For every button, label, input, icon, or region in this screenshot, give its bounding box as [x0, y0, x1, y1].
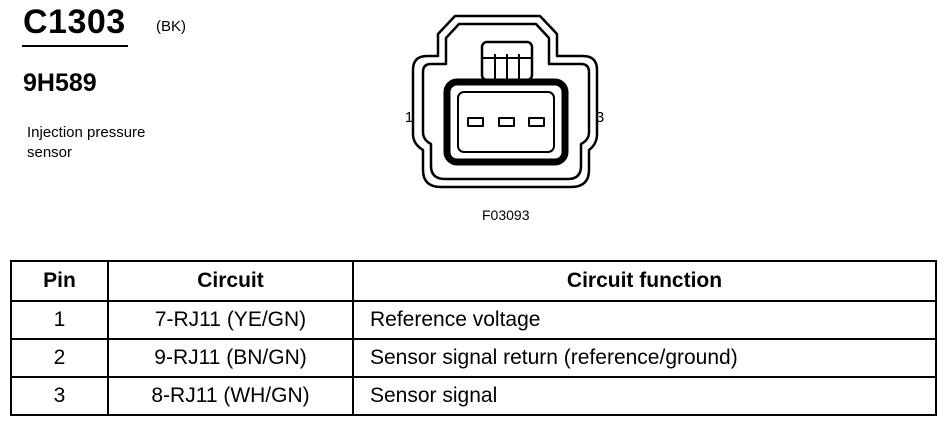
- pin-table: Pin Circuit Circuit function 1 7-RJ11 (Y…: [10, 260, 937, 416]
- header-circuit: Circuit: [107, 260, 354, 302]
- part-number: 9H589: [23, 69, 97, 97]
- connector-face-diagram: 1 3: [405, 14, 604, 189]
- connector-color: (BK): [156, 18, 186, 35]
- cell-function: Sensor signal return (reference/ground): [352, 338, 937, 378]
- pin-3-terminal: [528, 117, 545, 127]
- connector-inner-shell: [421, 22, 591, 181]
- table-row: 2 9-RJ11 (BN/GN) Sensor signal return (r…: [10, 338, 937, 378]
- pin-3-label: 3: [596, 109, 604, 126]
- terminal-cavity-inner: [457, 91, 555, 153]
- table-row: 3 8-RJ11 (WH/GN) Sensor signal: [10, 376, 937, 416]
- figure-id: F03093: [482, 207, 530, 223]
- pin-1-terminal: [467, 117, 484, 127]
- terminal-cavity: [443, 78, 569, 166]
- cell-circuit: 9-RJ11 (BN/GN): [107, 338, 354, 378]
- cell-pin: 3: [10, 376, 109, 416]
- header-pin: Pin: [10, 260, 109, 302]
- pin-2-terminal: [498, 117, 515, 127]
- cell-pin: 2: [10, 338, 109, 378]
- connector-id: C1303: [23, 3, 126, 41]
- cell-circuit: 8-RJ11 (WH/GN): [107, 376, 354, 416]
- pin-1-label: 1: [405, 109, 413, 126]
- cell-circuit: 7-RJ11 (YE/GN): [107, 300, 354, 340]
- description-line-1: Injection pressure: [27, 124, 146, 141]
- connector-id-underline: [22, 45, 128, 47]
- cell-pin: 1: [10, 300, 109, 340]
- table-header-row: Pin Circuit Circuit function: [10, 260, 937, 302]
- description-line-2: sensor: [27, 144, 73, 161]
- table-row: 1 7-RJ11 (YE/GN) Reference voltage: [10, 300, 937, 340]
- component-description: Injection pressure sensor: [27, 123, 187, 163]
- header-circuit-function: Circuit function: [352, 260, 937, 302]
- cell-function: Sensor signal: [352, 376, 937, 416]
- cell-function: Reference voltage: [352, 300, 937, 340]
- connector-outer-shell: [411, 14, 599, 189]
